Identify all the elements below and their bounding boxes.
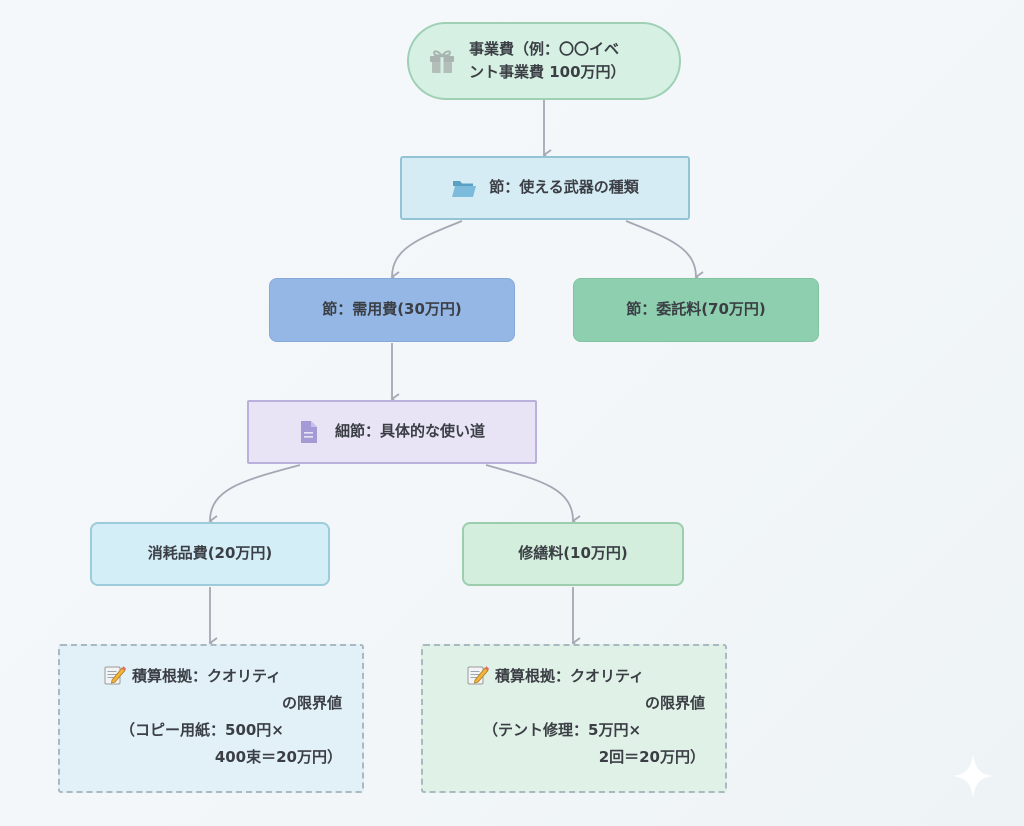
root-label-line2: ント事業費 100万円） [469, 63, 626, 81]
edge-subsection-to-repair [485, 464, 581, 527]
root-node-label: 事業費（例：〇〇イベ ント事業費 100万円） [469, 38, 626, 85]
section-supplies-node[interactable]: 節：需用費(30万円) [269, 278, 515, 342]
sparkle-icon [953, 754, 993, 802]
memo-pencil-icon [104, 664, 126, 686]
note-line1: 積算根拠：クオリティ [467, 664, 644, 686]
root-label-line1: 事業費（例：〇〇イベ [469, 39, 620, 58]
section-types-label: 節：使える武器の種類 [489, 178, 639, 197]
consumables-node[interactable]: 消耗品費(20万円) [90, 522, 330, 586]
subsection-label: 細節：具体的な使い道 [334, 422, 485, 441]
note-line1: 積算根拠：クオリティ [104, 664, 281, 686]
note-line1-text: 積算根拠：クオリティ [495, 666, 645, 685]
edge-section-to-outsourcing [625, 220, 704, 283]
edge-section-to-supplies [390, 220, 463, 283]
section-outsourcing-label: 節：委託料(70万円) [626, 300, 766, 319]
note-line3: （コピー用紙：500円× [120, 721, 284, 739]
section-supplies-label: 節：需用費(30万円) [322, 300, 462, 319]
note-repair-basis[interactable]: 積算根拠：クオリティ の限界値 （テント修理：5万円× 2回＝20万円） [421, 644, 727, 793]
repair-node[interactable]: 修繕料(10万円) [462, 522, 684, 586]
root-node-business-expense[interactable]: 事業費（例：〇〇イベ ント事業費 100万円） [407, 22, 681, 100]
note-line4: 2回＝20万円） [598, 748, 705, 766]
gift-icon [427, 46, 457, 76]
repair-label: 修繕料(10万円) [518, 544, 628, 563]
subsection-node[interactable]: 細節：具体的な使い道 [247, 400, 537, 464]
folder-icon [451, 177, 477, 199]
note-line2: の限界値 [644, 694, 705, 712]
section-outsourcing-node[interactable]: 節：委託料(70万円) [573, 278, 819, 342]
note-line2: の限界値 [281, 694, 342, 712]
memo-pencil-icon [467, 664, 489, 686]
note-line4: 400束＝20万円） [214, 748, 342, 766]
consumables-label: 消耗品費(20万円) [147, 544, 273, 563]
section-types-node[interactable]: 節：使える武器の種類 [400, 156, 690, 220]
note-line3: （テント修理：5万円× [483, 721, 642, 739]
note-consumables-basis[interactable]: 積算根拠：クオリティ の限界値 （コピー用紙：500円× 400束＝20万円） [58, 644, 364, 793]
note-line1-text: 積算根拠：クオリティ [132, 666, 282, 685]
edge-subsection-to-consumables [208, 464, 301, 527]
document-icon [299, 420, 319, 444]
